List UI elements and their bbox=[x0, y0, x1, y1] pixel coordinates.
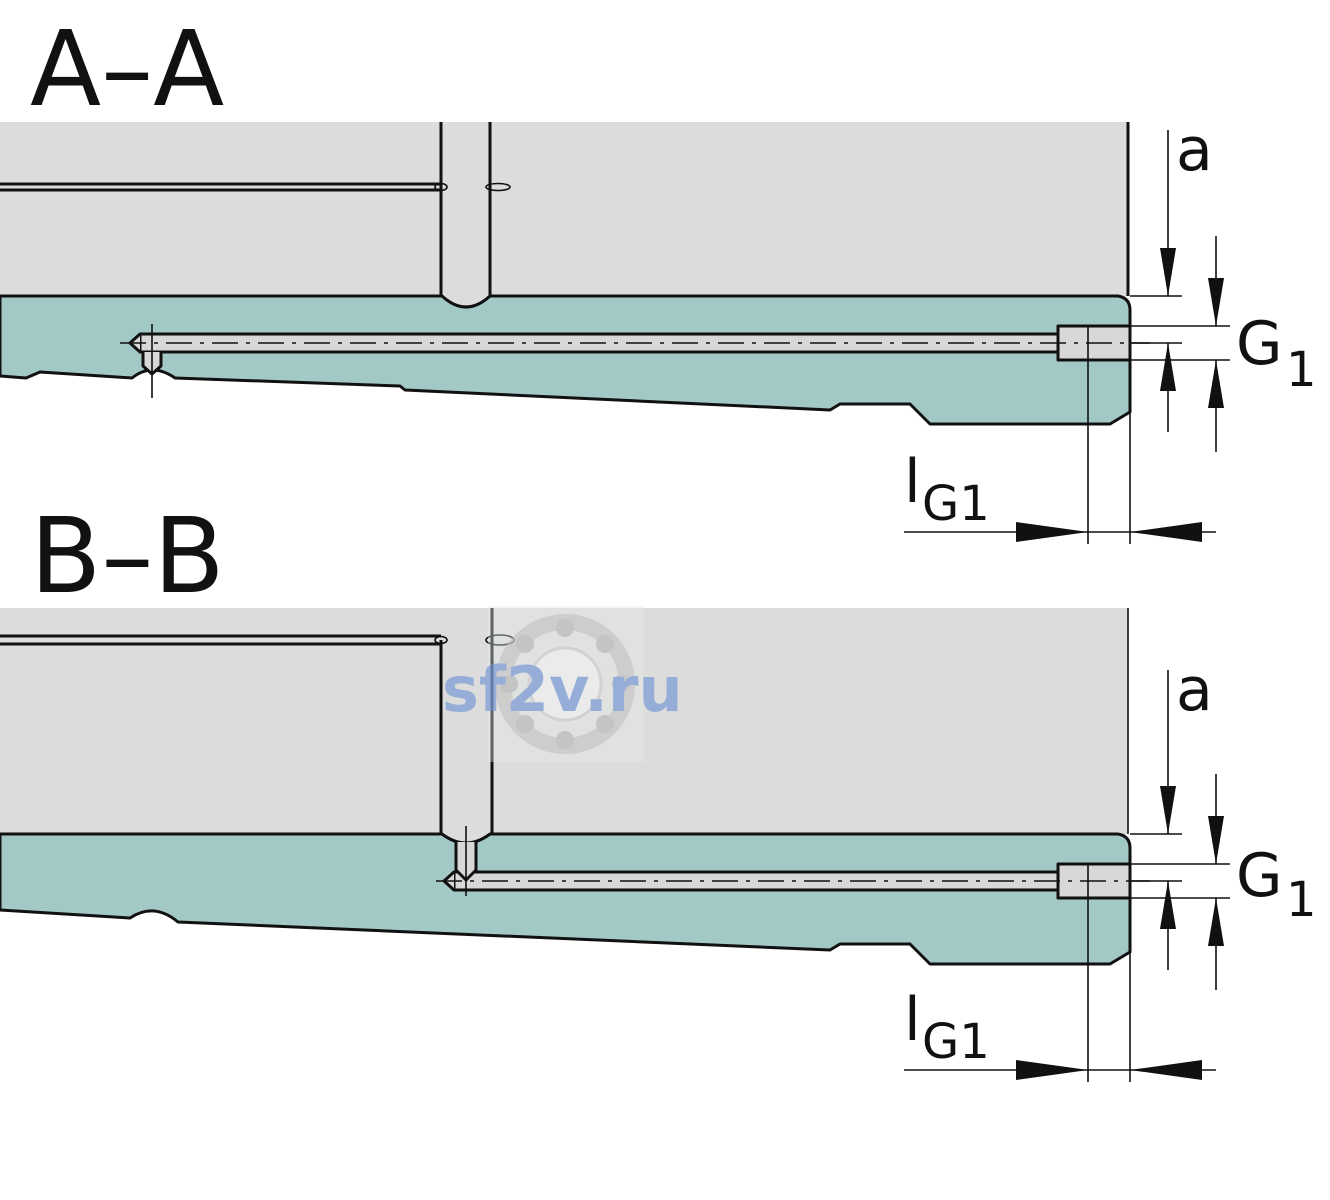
section-a-dim-g-arrow-top bbox=[1208, 278, 1224, 326]
section-b-dim-a-arrow-top bbox=[1160, 786, 1176, 834]
section-a-groove bbox=[0, 182, 441, 192]
section-a-groove-end bbox=[434, 182, 448, 192]
section-a-dim-l-sub: G1 bbox=[922, 476, 990, 532]
section-b-dim-l-arrow-right bbox=[1130, 1060, 1202, 1080]
section-b-groove-end bbox=[434, 635, 448, 645]
section-a-rail bbox=[0, 294, 1132, 426]
bearing-icon bbox=[495, 614, 635, 754]
section-a-dim-a-arrow-bottom bbox=[1160, 343, 1176, 391]
section-b-dim-g-sub: 1 bbox=[1286, 872, 1317, 928]
section-b-dim-a-arrow-bottom bbox=[1160, 881, 1176, 929]
section-a-dim-a-arrow-top bbox=[1160, 248, 1176, 296]
section-a-housing bbox=[0, 122, 1128, 307]
section-b-dim-l-arrow-left bbox=[1016, 1060, 1088, 1080]
section-b-dim-a-label: a bbox=[1176, 655, 1213, 725]
section-a-dim-a-label: a bbox=[1176, 115, 1213, 185]
section-a-title: A–A bbox=[30, 8, 224, 130]
section-b-dim-g-arrow-top bbox=[1208, 816, 1224, 864]
section-b-title: B–B bbox=[30, 495, 225, 617]
section-a-dim-l-label: l bbox=[904, 447, 921, 517]
section-b-rail bbox=[0, 832, 1132, 966]
section-a-dim-g-sub: 1 bbox=[1286, 342, 1317, 398]
section-a-groove-hole bbox=[485, 182, 511, 192]
watermark-text: sf2v.ru bbox=[442, 653, 683, 726]
section-a-dim-l-arrow-left bbox=[1016, 522, 1088, 542]
section-a-dim-g-label: G bbox=[1236, 309, 1283, 379]
section-a: A–A a G 1 bbox=[0, 8, 1317, 544]
section-b-dim-g-arrow-bottom bbox=[1208, 898, 1224, 946]
section-b-housing bbox=[0, 608, 1128, 843]
section-a-dim-l-arrow-right bbox=[1130, 522, 1202, 542]
section-b-dim-l-label: l bbox=[904, 985, 921, 1055]
section-a-dim-g-arrow-bottom bbox=[1208, 360, 1224, 408]
section-b-dim-l-sub: G1 bbox=[922, 1014, 990, 1070]
section-b-groove bbox=[0, 634, 441, 646]
section-b-dim-g-label: G bbox=[1236, 841, 1283, 911]
section-b: B–B a G 1 bbox=[0, 495, 1317, 1082]
watermark: sf2v.ru bbox=[442, 606, 683, 762]
